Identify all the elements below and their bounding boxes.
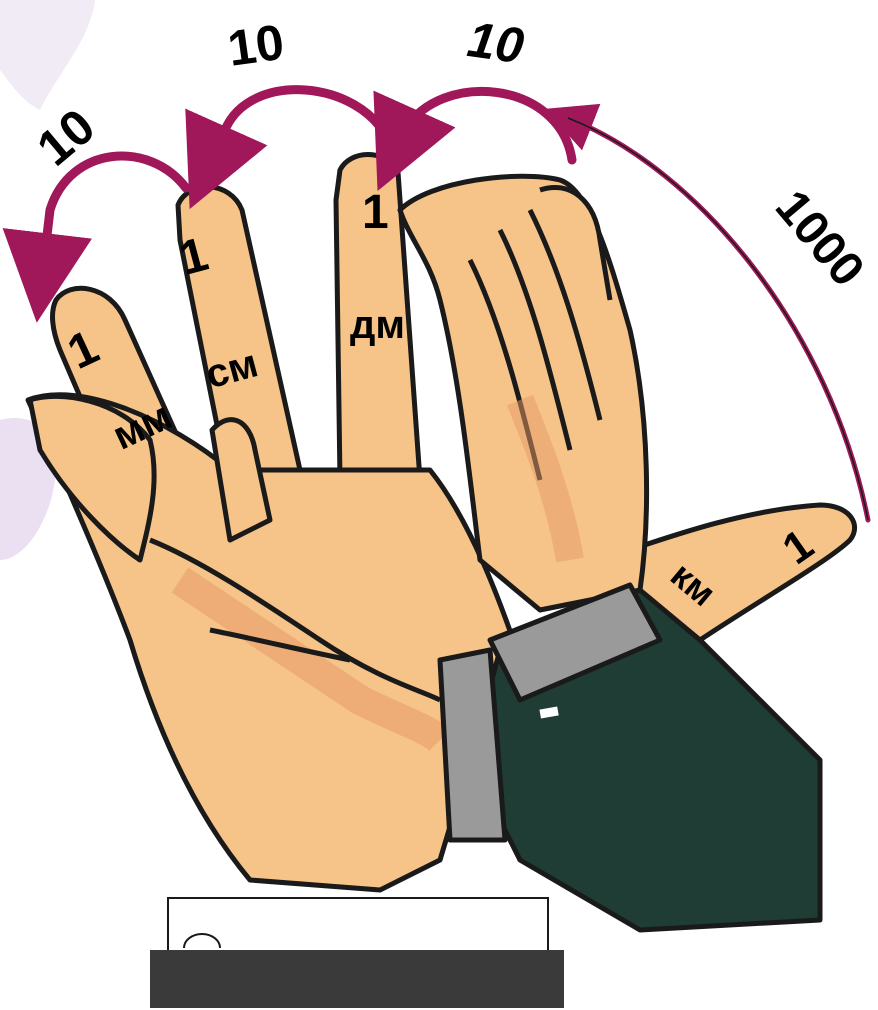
- ratio-label-cm-dm: 10: [224, 14, 287, 77]
- arrow-m-to-dm: [396, 91, 572, 160]
- sleeve: [440, 585, 820, 930]
- ratio-label-dm-m: 10: [464, 11, 527, 74]
- ratio-label-m-km: 1000: [765, 181, 874, 297]
- dm-value: 1: [362, 186, 389, 239]
- dm-unit: дм: [350, 303, 405, 347]
- desk: [150, 898, 564, 1008]
